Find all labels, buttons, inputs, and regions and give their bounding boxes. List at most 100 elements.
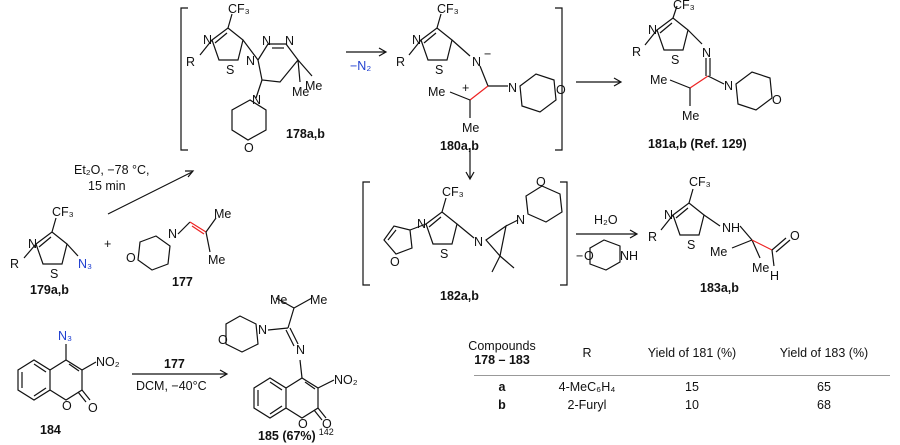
cell-y183: 68 xyxy=(817,398,831,412)
atom-nh: NH xyxy=(722,221,740,235)
atom-n: N xyxy=(702,46,711,60)
atom-o: O xyxy=(772,93,782,107)
charge-minus: − xyxy=(576,249,583,263)
atom-n: N xyxy=(412,33,421,47)
atom-n: N xyxy=(262,34,271,48)
label-182: 182a,b xyxy=(440,289,479,303)
atom-n: N xyxy=(168,227,177,241)
table-rule xyxy=(474,375,890,376)
atom-o: O xyxy=(62,399,72,413)
label-179: 179a,b xyxy=(30,283,69,297)
atom-n: N xyxy=(648,23,657,37)
atom-me: Me xyxy=(752,261,769,275)
atom-me: Me xyxy=(710,245,727,259)
atom-s: S xyxy=(435,63,443,77)
atom-me: Me xyxy=(428,85,445,99)
atom-n: N xyxy=(508,81,517,95)
cell-cmpd: b xyxy=(498,398,506,412)
atom-me: Me xyxy=(270,293,287,307)
atom-o: O xyxy=(790,229,800,243)
yield-table: Compounds 178 – 183 R Yield of 181 (%) Y… xyxy=(462,334,896,414)
atom-o: O xyxy=(556,83,566,97)
atom-n: N xyxy=(296,343,305,357)
atom-n: N xyxy=(664,208,673,222)
condition-n2: −N₂ xyxy=(350,59,371,73)
header-compounds: Compounds 178 – 183 xyxy=(462,339,542,367)
plus-sign: + xyxy=(104,237,111,251)
atom-s: S xyxy=(440,247,448,261)
atom-n: N xyxy=(417,217,426,231)
atom-me: Me xyxy=(208,253,225,267)
condition-line1: Et₂O, −78 °C, xyxy=(74,163,150,177)
atom-n: N xyxy=(203,33,212,47)
ref-185: 142 xyxy=(319,427,334,437)
atom-me: Me xyxy=(310,293,327,307)
charge-minus: − xyxy=(484,47,491,61)
atom-r: R xyxy=(632,45,641,59)
atom-o: O xyxy=(218,333,228,347)
atom-me: Me xyxy=(214,207,231,221)
condition-184-line2: DCM, −40°C xyxy=(136,379,207,393)
atom-n: N xyxy=(472,55,481,69)
atom-me: Me xyxy=(650,73,667,87)
atom-s: S xyxy=(671,53,679,67)
header-compounds-line1: Compounds xyxy=(468,339,536,353)
atom-cf3: CF₃ xyxy=(689,175,711,189)
atom-r: R xyxy=(186,55,195,69)
cell-r: 4-MeC₆H₄ xyxy=(558,380,616,394)
atom-n: N xyxy=(285,34,294,48)
atom-o: O xyxy=(390,255,400,269)
table-row: b 2-Furyl 10 68 xyxy=(462,396,896,414)
label-180: 180a,b xyxy=(440,139,479,153)
atom-cf3: CF₃ xyxy=(673,0,695,12)
label-177: 177 xyxy=(172,275,193,289)
atom-cf3: CF₃ xyxy=(442,185,464,199)
table-row: a 4-MeC₆H₄ 15 65 xyxy=(462,378,896,396)
atom-o: O xyxy=(244,141,254,155)
atom-o: O xyxy=(126,251,136,265)
cell-y181: 10 xyxy=(685,398,699,412)
atom-n: N xyxy=(258,323,267,337)
charge-plus: + xyxy=(462,81,469,95)
atom-s: S xyxy=(226,63,234,77)
cell-y183: 65 xyxy=(817,380,831,394)
label-184: 184 xyxy=(40,423,61,437)
cell-cmpd: a xyxy=(498,380,506,394)
header-r: R xyxy=(582,346,592,360)
atom-n3: N₃ xyxy=(78,257,92,271)
atom-s: S xyxy=(50,267,58,281)
atom-r: R xyxy=(396,55,405,69)
atom-n: N xyxy=(474,235,483,249)
table-header: Compounds 178 – 183 R Yield of 181 (%) Y… xyxy=(462,334,896,372)
label-185: 185 (67%) xyxy=(258,429,316,443)
atom-o: O xyxy=(322,417,332,431)
atom-me: Me xyxy=(292,85,309,99)
atom-me: Me xyxy=(305,79,322,93)
atom-o: O xyxy=(298,417,308,431)
label-183: 183a,b xyxy=(700,281,739,295)
atom-n: N xyxy=(28,237,37,251)
condition-reagent: 177 xyxy=(164,357,185,371)
cell-r: 2-Furyl xyxy=(567,398,607,412)
atom-cf3: CF₃ xyxy=(437,2,459,16)
label-181: 181a,b (Ref. 129) xyxy=(648,137,747,151)
atom-n: N xyxy=(516,213,525,227)
atom-me: Me xyxy=(462,121,479,135)
label-185-group: 185 (67%)142 xyxy=(258,427,334,443)
cell-y181: 15 xyxy=(685,380,699,394)
atom-o: O xyxy=(88,401,98,415)
atom-n3: N₃ xyxy=(58,329,72,343)
atom-s: S xyxy=(687,238,695,252)
atom-cf3: CF₃ xyxy=(52,205,74,219)
condition-h2o: H₂O xyxy=(594,213,618,227)
atom-n: N xyxy=(724,79,733,93)
atom-no2: NO₂ xyxy=(96,355,120,369)
atom-h: H xyxy=(770,269,779,283)
header-compounds-line2: 178 – 183 xyxy=(474,353,530,367)
atom-nh: NH xyxy=(620,249,638,263)
header-yield181: Yield of 181 (%) xyxy=(647,346,737,360)
atom-r: R xyxy=(10,257,19,271)
atom-o: O xyxy=(536,175,546,189)
label-178: 178a,b xyxy=(286,127,325,141)
